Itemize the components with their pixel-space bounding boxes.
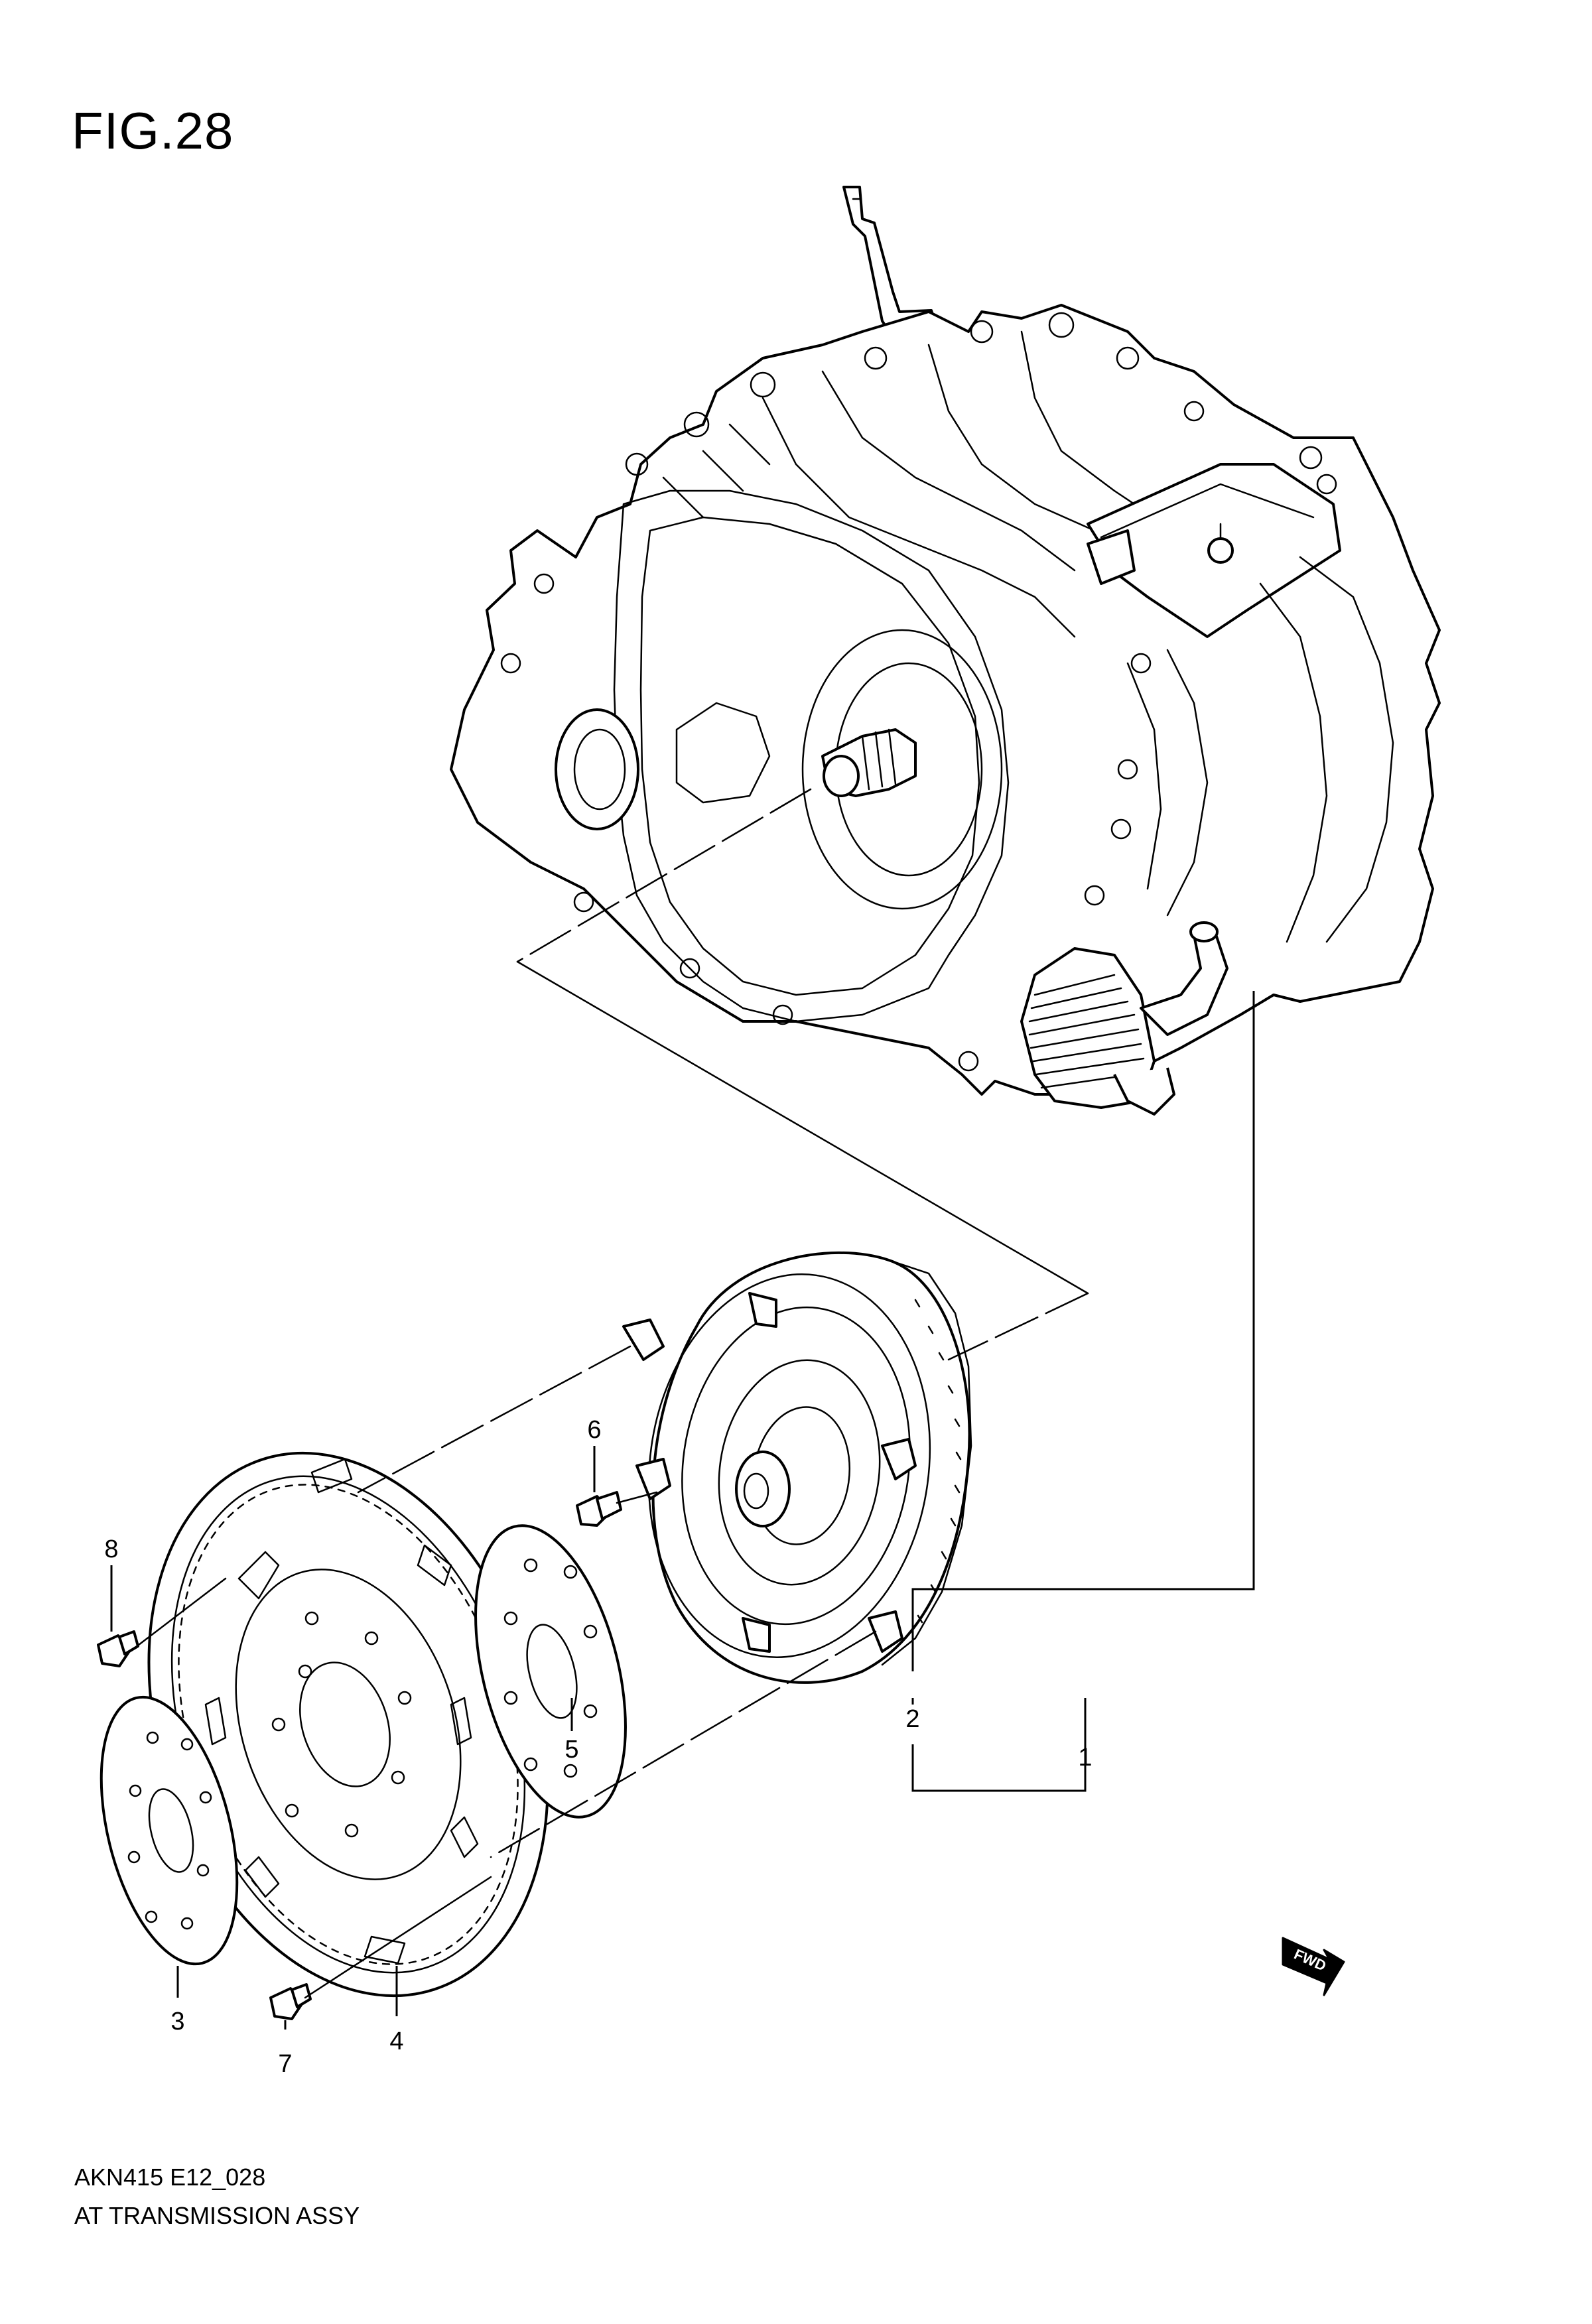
- callout-numbers: 1 2 3 4 5 6 7 8: [104, 1416, 1092, 2078]
- reinforcement-plate-5: [474, 1524, 627, 1819]
- figure-name: AT TRANSMISSION ASSY: [74, 2202, 360, 2229]
- figure-code: AKN415 E12_028: [74, 2163, 266, 2191]
- callout-8: 8: [104, 1535, 118, 1563]
- callout-1: 1: [1078, 1744, 1092, 1772]
- callout-3: 3: [170, 2008, 184, 2035]
- fwd-arrow-icon: FWD: [1282, 1937, 1345, 1996]
- assembly-guide-lines: [129, 788, 1089, 1999]
- callout-4: 4: [389, 2028, 403, 2055]
- callout-5: 5: [564, 1736, 578, 1764]
- bolt-8: [97, 1630, 139, 1667]
- bolt-7: [269, 1983, 312, 2020]
- callout-6: 6: [587, 1416, 601, 1444]
- transmission-housing: [450, 186, 1441, 1116]
- figure-title: FIG.28: [72, 101, 234, 160]
- callout-ticks: [110, 1446, 914, 1731]
- reinforcement-plate-3: [100, 1695, 239, 1966]
- callout-leaders: [176, 991, 1255, 2030]
- callout-2: 2: [905, 1705, 919, 1733]
- torque-converter: [622, 1251, 972, 1684]
- callout-7: 7: [278, 2050, 292, 2078]
- bolt-6: [576, 1491, 622, 1527]
